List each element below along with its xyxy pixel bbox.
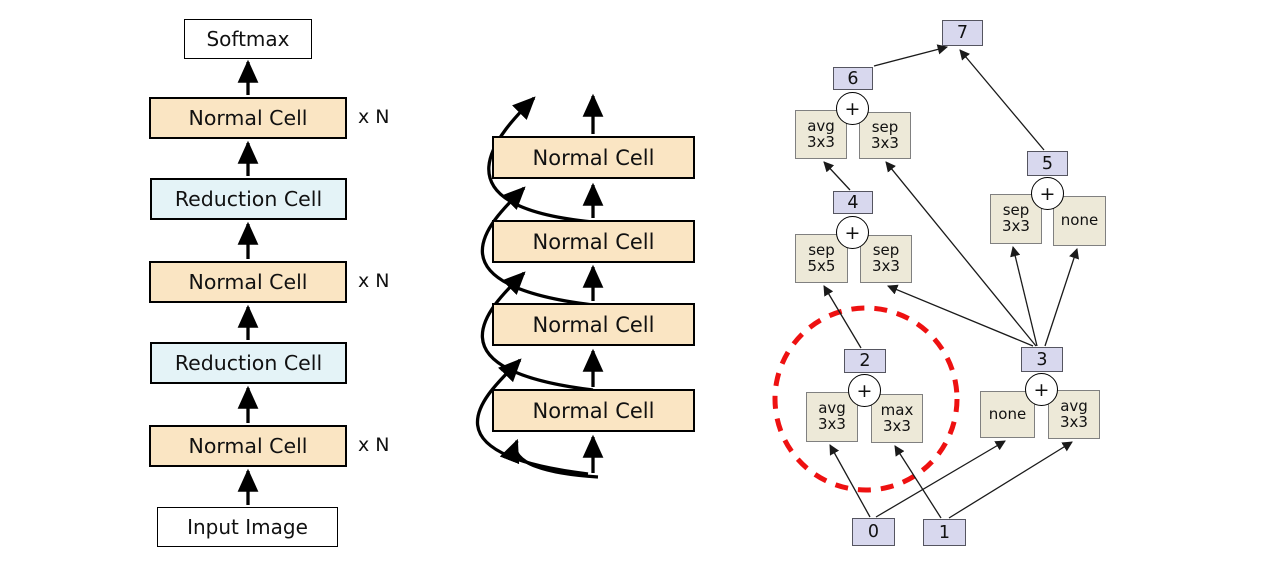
stacked-normal-cell-box: Normal Cell <box>492 389 695 432</box>
op-box-sep-5x5: sep 5x5 <box>795 234 848 283</box>
normal-cell-box: Normal Cell <box>149 97 347 139</box>
op-line: 3x3 <box>872 257 900 275</box>
op-line: sep <box>1002 201 1030 220</box>
op-line: avg <box>1060 396 1088 415</box>
dag-node-4: 4 <box>833 191 873 214</box>
op-box-none: none <box>1053 196 1106 246</box>
op-line: 3x3 <box>818 415 846 433</box>
op-line: 3x3 <box>1002 217 1030 235</box>
add-junction-5: + <box>1031 177 1064 210</box>
normal-cell-box: Normal Cell <box>149 425 347 467</box>
dag-node-6: 6 <box>833 67 873 90</box>
op-box-avg-3x3: avg 3x3 <box>806 392 858 442</box>
dag-node-3: 3 <box>1021 347 1063 372</box>
reduction-cell-box: Reduction Cell <box>150 178 347 220</box>
op-line: sep <box>808 240 835 259</box>
op-box-sep-3x3: sep 3x3 <box>859 112 911 159</box>
dag-node-5: 5 <box>1027 151 1068 176</box>
add-junction-4: + <box>836 216 869 249</box>
input-image-box: Input Image <box>157 507 338 547</box>
stacked-normal-cell-box: Normal Cell <box>492 303 695 346</box>
op-line: 3x3 <box>871 133 899 152</box>
add-junction-6: + <box>836 92 869 125</box>
op-line: sep <box>872 241 900 260</box>
normal-cell-box: Normal Cell <box>149 261 347 303</box>
op-box-avg-3x3: avg 3x3 <box>1048 390 1100 439</box>
op-line: sep <box>871 117 899 136</box>
repeat-label: x N <box>358 434 390 456</box>
op-line: 3x3 <box>1060 412 1088 431</box>
repeat-label: x N <box>358 270 390 292</box>
op-box-sep-3x3: sep 3x3 <box>860 235 912 283</box>
op-line: 3x3 <box>883 416 911 435</box>
op-line: 3x3 <box>807 132 835 151</box>
add-junction-3: + <box>1025 373 1058 406</box>
op-box-max-3x3: max 3x3 <box>871 394 923 443</box>
op-box-avg-3x3: avg 3x3 <box>795 110 847 159</box>
op-line: max <box>880 400 914 419</box>
dag-node-0: 0 <box>852 518 895 546</box>
op-box-none: none <box>980 391 1035 438</box>
dag-node-1: 1 <box>923 519 966 546</box>
stacked-normal-cell-box: Normal Cell <box>492 220 695 263</box>
highlight-dashed-circle <box>772 305 960 493</box>
dag-edges <box>823 44 1080 519</box>
dag-node-2: 2 <box>844 349 886 373</box>
skip-connection-arrows <box>475 96 599 479</box>
reduction-cell-box: Reduction Cell <box>150 342 347 384</box>
op-line: 5x5 <box>807 256 836 275</box>
op-line: avg <box>807 116 835 135</box>
softmax-box: Softmax <box>184 19 312 59</box>
op-line: avg <box>818 399 846 418</box>
stacked-normal-cell-box: Normal Cell <box>492 136 695 179</box>
add-junction-2: + <box>848 374 881 407</box>
dag-node-7: 7 <box>942 20 983 46</box>
repeat-label: x N <box>358 106 390 128</box>
op-line: none <box>1060 211 1099 230</box>
op-line: none <box>988 404 1027 423</box>
